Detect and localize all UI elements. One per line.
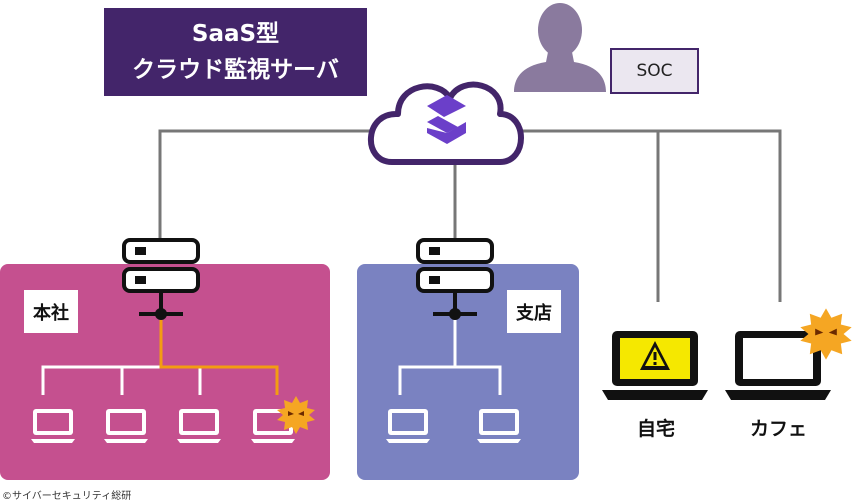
hq-label: 本社	[24, 290, 78, 333]
infection-path	[159, 320, 279, 395]
title-line2: クラウド監視サーバ	[132, 57, 339, 83]
backbone-lines	[158, 129, 782, 302]
title-line1: SaaS型	[191, 21, 280, 47]
logo-icon	[427, 95, 466, 144]
laptop-icon	[386, 409, 430, 443]
saas-server-label: SaaS型 クラウド監視サーバ	[104, 8, 367, 96]
hq-network-lines	[41, 365, 277, 395]
laptop-icon	[477, 409, 521, 443]
branch-server-icon	[416, 238, 494, 322]
laptop-icon	[177, 409, 221, 443]
branch-network-lines	[398, 320, 502, 395]
soc-label: SOC	[610, 48, 699, 94]
branch-label: 支店	[507, 290, 561, 333]
soc-text: SOC	[636, 61, 673, 81]
cafe-laptop-icon	[725, 331, 831, 400]
laptop-icon	[31, 409, 75, 443]
person-icon	[514, 3, 606, 92]
cafe-label: カフェ	[750, 418, 808, 440]
laptop-icon	[104, 409, 148, 443]
home-label: 自宅	[637, 418, 676, 440]
hq-server-icon	[122, 238, 200, 322]
warning-icon	[640, 341, 670, 370]
copyright-credit: ©サイバーセキュリティ総研	[2, 491, 132, 502]
